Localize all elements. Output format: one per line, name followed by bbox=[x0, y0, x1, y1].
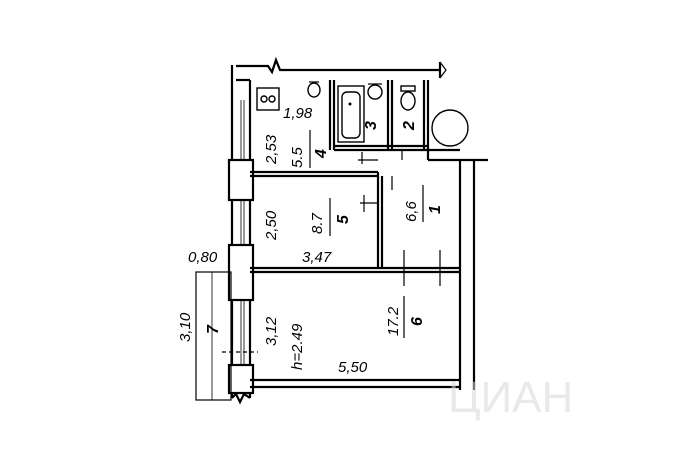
window-niche-label: 0,80 bbox=[188, 249, 218, 266]
riser-shaft-icon bbox=[431, 109, 469, 147]
balcony-length-label: 3,10 bbox=[177, 312, 194, 342]
bedroom-length-label: 2,50 bbox=[263, 210, 280, 241]
balcony bbox=[195, 271, 258, 401]
living-width-label: 5,50 bbox=[338, 359, 368, 376]
kitchen-width-label: 1,98 bbox=[283, 105, 313, 122]
labels: 1,98 2,53 5.5 4 3 2 6,6 1 2,50 8.7 5 3,4… bbox=[177, 105, 444, 376]
top-outer-wall bbox=[230, 56, 447, 82]
kitchen-sink-icon bbox=[307, 81, 321, 98]
balcony-number: 7 bbox=[205, 324, 222, 334]
bottom-wall bbox=[250, 378, 460, 389]
kitchen-number: 4 bbox=[313, 149, 330, 159]
stove-icon bbox=[256, 87, 280, 111]
bedroom-area-label: 8.7 bbox=[309, 212, 326, 234]
living-area-label: 17.2 bbox=[385, 306, 402, 336]
living-number: 6 bbox=[409, 317, 426, 326]
living-length-label: 3,12 bbox=[263, 316, 280, 346]
watermark: ЦИАН bbox=[448, 373, 573, 422]
left-exterior-wall bbox=[230, 80, 252, 405]
washbasin-icon bbox=[367, 83, 383, 100]
toilet-number: 2 bbox=[401, 121, 418, 131]
kitchen-length-label: 2,53 bbox=[263, 134, 280, 165]
kitchen-area-label: 5.5 bbox=[289, 146, 306, 168]
hall-area-label: 6,6 bbox=[403, 200, 420, 222]
right-exterior-wall bbox=[426, 80, 488, 390]
bedroom-number: 5 bbox=[335, 214, 352, 224]
bathtub-icon bbox=[337, 85, 365, 143]
hall-number: 1 bbox=[427, 205, 444, 214]
bedroom-width-label: 3,47 bbox=[302, 249, 332, 266]
bathroom-number: 3 bbox=[363, 121, 380, 130]
toilet-icon bbox=[400, 85, 416, 111]
ceiling-height-label: h=2.49 bbox=[289, 323, 306, 370]
interior-partitions bbox=[250, 80, 460, 274]
door-marks bbox=[358, 150, 441, 286]
